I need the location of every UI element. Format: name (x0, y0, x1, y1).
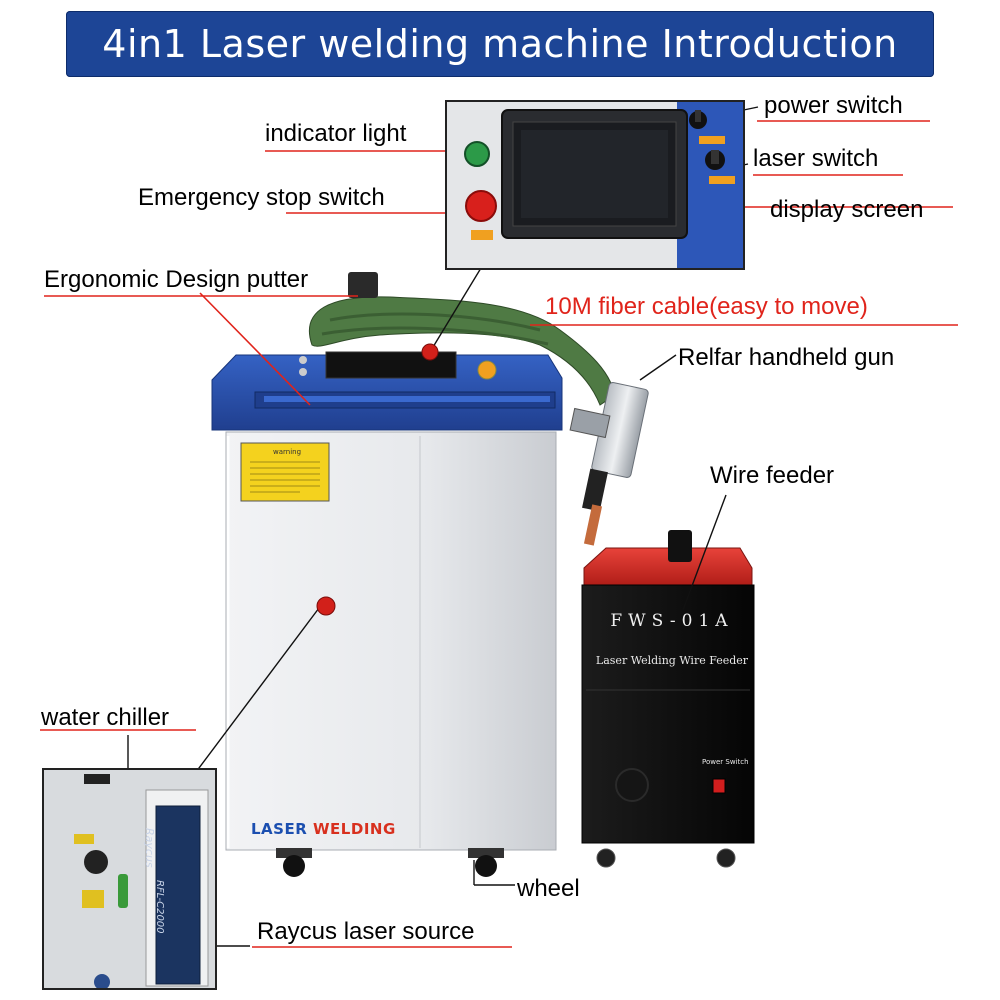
wire-feeder-unit (581, 530, 755, 868)
label-laser-source: Raycus laser source (257, 918, 475, 945)
laser-source-model: RFL-C2000 (154, 880, 165, 934)
cabinet-top (211, 351, 563, 431)
label-emergency-stop: Emergency stop switch (138, 184, 385, 211)
warning-sticker-text: warning (272, 448, 302, 456)
brand-laser: LASER (251, 820, 308, 838)
label-fiber-cable: 10M fiber cable(easy to move) (545, 293, 868, 320)
control-panel-inset (445, 100, 745, 270)
main-cabinet (225, 431, 557, 851)
fiber-cable-coil (308, 272, 616, 406)
machine-brand: LASER WELDING (251, 820, 396, 838)
control-panel-drawing (447, 102, 743, 268)
brand-welding: WELDING (313, 820, 396, 838)
page-title: 4in1 Laser welding machine Introduction (102, 22, 898, 66)
label-power-switch: power switch (764, 92, 903, 119)
label-wheel: wheel (517, 875, 580, 902)
feeder-model-text: FWS-01A (610, 611, 734, 631)
label-display-screen: display screen (770, 196, 924, 223)
label-ergonomic-putter: Ergonomic Design putter (44, 266, 309, 293)
handheld-gun (569, 382, 649, 546)
title-banner: 4in1 Laser welding machine Introduction (66, 11, 934, 77)
label-laser-switch: laser switch (753, 145, 879, 172)
label-wire-feeder: Wire feeder (710, 462, 835, 489)
feeder-power-label: Power Switch (702, 758, 749, 766)
label-indicator-light: indicator light (265, 120, 407, 147)
label-handheld-gun: Relfar handheld gun (678, 344, 895, 371)
label-water-chiller: water chiller (41, 704, 170, 731)
laser-source-brand: Raycus (143, 828, 156, 868)
main-wheels (276, 848, 504, 877)
water-chiller-drawing (44, 770, 215, 988)
feeder-name-text: Laser Welding Wire Feeder (595, 654, 749, 667)
water-chiller-inset (42, 768, 217, 990)
